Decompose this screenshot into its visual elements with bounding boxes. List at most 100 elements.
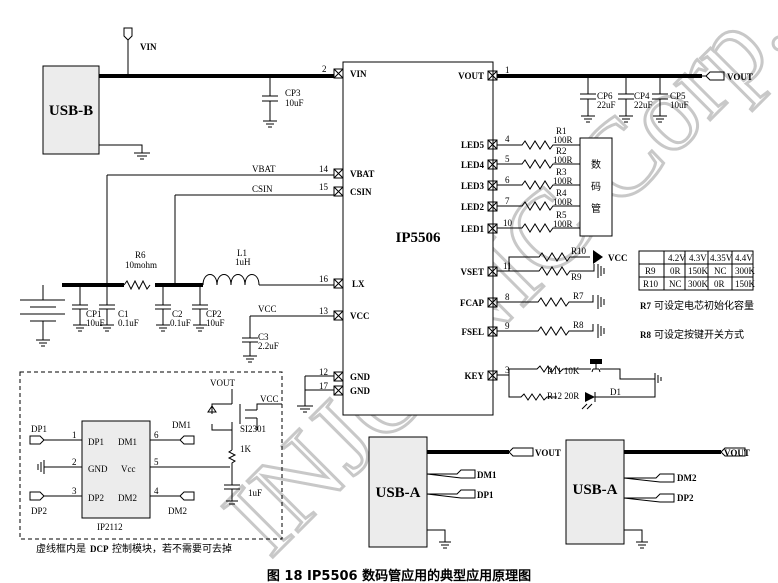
note-r8: 可设定按键开关方式 — [654, 328, 744, 341]
ground-symbol — [263, 120, 277, 128]
vbat-net — [106, 174, 334, 285]
pin-led3: LED3 — [461, 181, 485, 191]
net-dm2: DM2 — [677, 473, 697, 483]
pin-vset: VSET — [460, 267, 484, 277]
table-cell: 0R — [714, 279, 725, 289]
cp3-ref: CP3 — [285, 88, 301, 98]
note-r7-bold: R7 — [640, 301, 651, 311]
usb-a-1-connector — [368, 436, 428, 548]
right-pin-marks — [487, 70, 498, 381]
pin-number: 7 — [505, 196, 510, 206]
cp3-val: 10uF — [285, 98, 304, 108]
pin-number: 15 — [319, 182, 329, 192]
cp2-capacitor — [192, 285, 208, 332]
chip-label: IP5506 — [396, 230, 442, 246]
pin-number: 9 — [505, 321, 510, 331]
pin-number: 3 — [505, 365, 510, 375]
dp1-port-a — [426, 489, 476, 499]
pin-number: 4 — [505, 134, 510, 144]
ip2112-dm1: DM1 — [118, 437, 137, 447]
note-r7: 可设定电芯初始化容量 — [654, 299, 754, 312]
net-dm1: DM1 — [477, 470, 497, 480]
cp5-capacitor — [652, 76, 668, 123]
c1-capacitor — [99, 285, 115, 332]
dp1-port — [29, 435, 45, 445]
table-cell: R9 — [645, 266, 656, 276]
c2-val: 0.1uF — [170, 318, 191, 328]
usb-a-1-label: USB-A — [375, 485, 420, 501]
r9-resistor — [509, 264, 599, 278]
net-vcc: VCC — [608, 253, 628, 263]
key-button — [590, 359, 602, 364]
pin-led5: LED5 — [461, 140, 485, 150]
cp2-val: 10uF — [206, 318, 225, 328]
r6-resistor — [123, 279, 151, 291]
vin-port — [123, 27, 133, 76]
cp4-val: 22uF — [634, 100, 653, 110]
r6-ref: R6 — [135, 250, 146, 260]
r9-ref: R9 — [571, 272, 582, 282]
pin-number: 4 — [154, 486, 159, 496]
left-pin-marks — [333, 68, 344, 396]
cp2-ref: CP2 — [206, 309, 222, 319]
r11-ref: R11 10K — [547, 366, 580, 376]
r6-val: 10mohm — [125, 260, 157, 270]
pin-number: 13 — [319, 306, 329, 316]
pin-number: 3 — [72, 486, 77, 496]
pin-number: 14 — [319, 164, 329, 174]
led-resistors — [497, 140, 580, 233]
pin-lx: LX — [352, 279, 365, 289]
r8-ref: R8 — [573, 320, 584, 330]
pin-csin: CSIN — [350, 187, 372, 197]
pin-key: KEY — [464, 371, 484, 381]
gnd-net — [297, 375, 334, 413]
led-d1 — [585, 392, 595, 402]
net-csin: CSIN — [252, 184, 273, 194]
seven-segment-display — [579, 137, 613, 237]
dm2-port — [623, 473, 675, 483]
r1-ref: R1 — [556, 126, 567, 136]
pin-number: 1 — [505, 65, 510, 75]
pin-number: 6 — [154, 430, 159, 440]
pin-number: 5 — [505, 154, 510, 164]
dcp-ext-dm2: DM2 — [168, 506, 187, 516]
dcp-note-b: DCP — [90, 544, 109, 554]
pin-number: 2 — [322, 64, 327, 74]
ground-symbol — [624, 529, 648, 549]
net-vbat: VBAT — [252, 164, 276, 174]
pin-number: 2 — [72, 457, 77, 467]
vout-b-port — [720, 447, 746, 457]
dm-ports — [179, 435, 195, 501]
ground-symbol — [654, 373, 662, 385]
usb-a-2-label: USB-A — [572, 482, 617, 498]
display-char-2: 码 — [591, 181, 601, 193]
cp1-capacitor — [72, 285, 88, 332]
vset-table: 4.2V 4.3V 4.35V 4.4V R9 0R 150K NC 300K … — [638, 250, 756, 291]
ground-symbol — [427, 529, 451, 549]
table-cell: 150K — [688, 266, 709, 276]
dp2-port-a — [623, 493, 675, 503]
c3-ref: C3 — [258, 332, 269, 342]
l1-val: 1uH — [235, 257, 251, 267]
cp5-val: 10uF — [670, 100, 689, 110]
cp6-ref: CP6 — [597, 91, 613, 101]
display-char-3: 管 — [591, 202, 601, 215]
r8-resistor — [497, 324, 605, 338]
r5-ref: R5 — [556, 210, 567, 220]
pin-number: 17 — [319, 381, 329, 391]
display-char-1: 数 — [591, 158, 601, 171]
table-header-cell: 4.3V — [689, 253, 707, 263]
dcp-ext-dp1: DP1 — [31, 424, 47, 434]
ip2112-dp2: DP2 — [88, 493, 104, 503]
cp1-val: 10uF — [86, 318, 105, 328]
ip2112-chip — [81, 420, 151, 519]
l1-ref: L1 — [237, 248, 247, 258]
cp6-val: 22uF — [597, 100, 616, 110]
pin-fcap: FCAP — [460, 298, 484, 308]
pin-led1: LED1 — [461, 224, 485, 234]
usb-a-2-connector — [565, 439, 625, 545]
c1uf-ref: 1uF — [248, 488, 262, 498]
pin-number: 1 — [72, 430, 77, 440]
c3-val: 2.2uF — [258, 341, 279, 351]
